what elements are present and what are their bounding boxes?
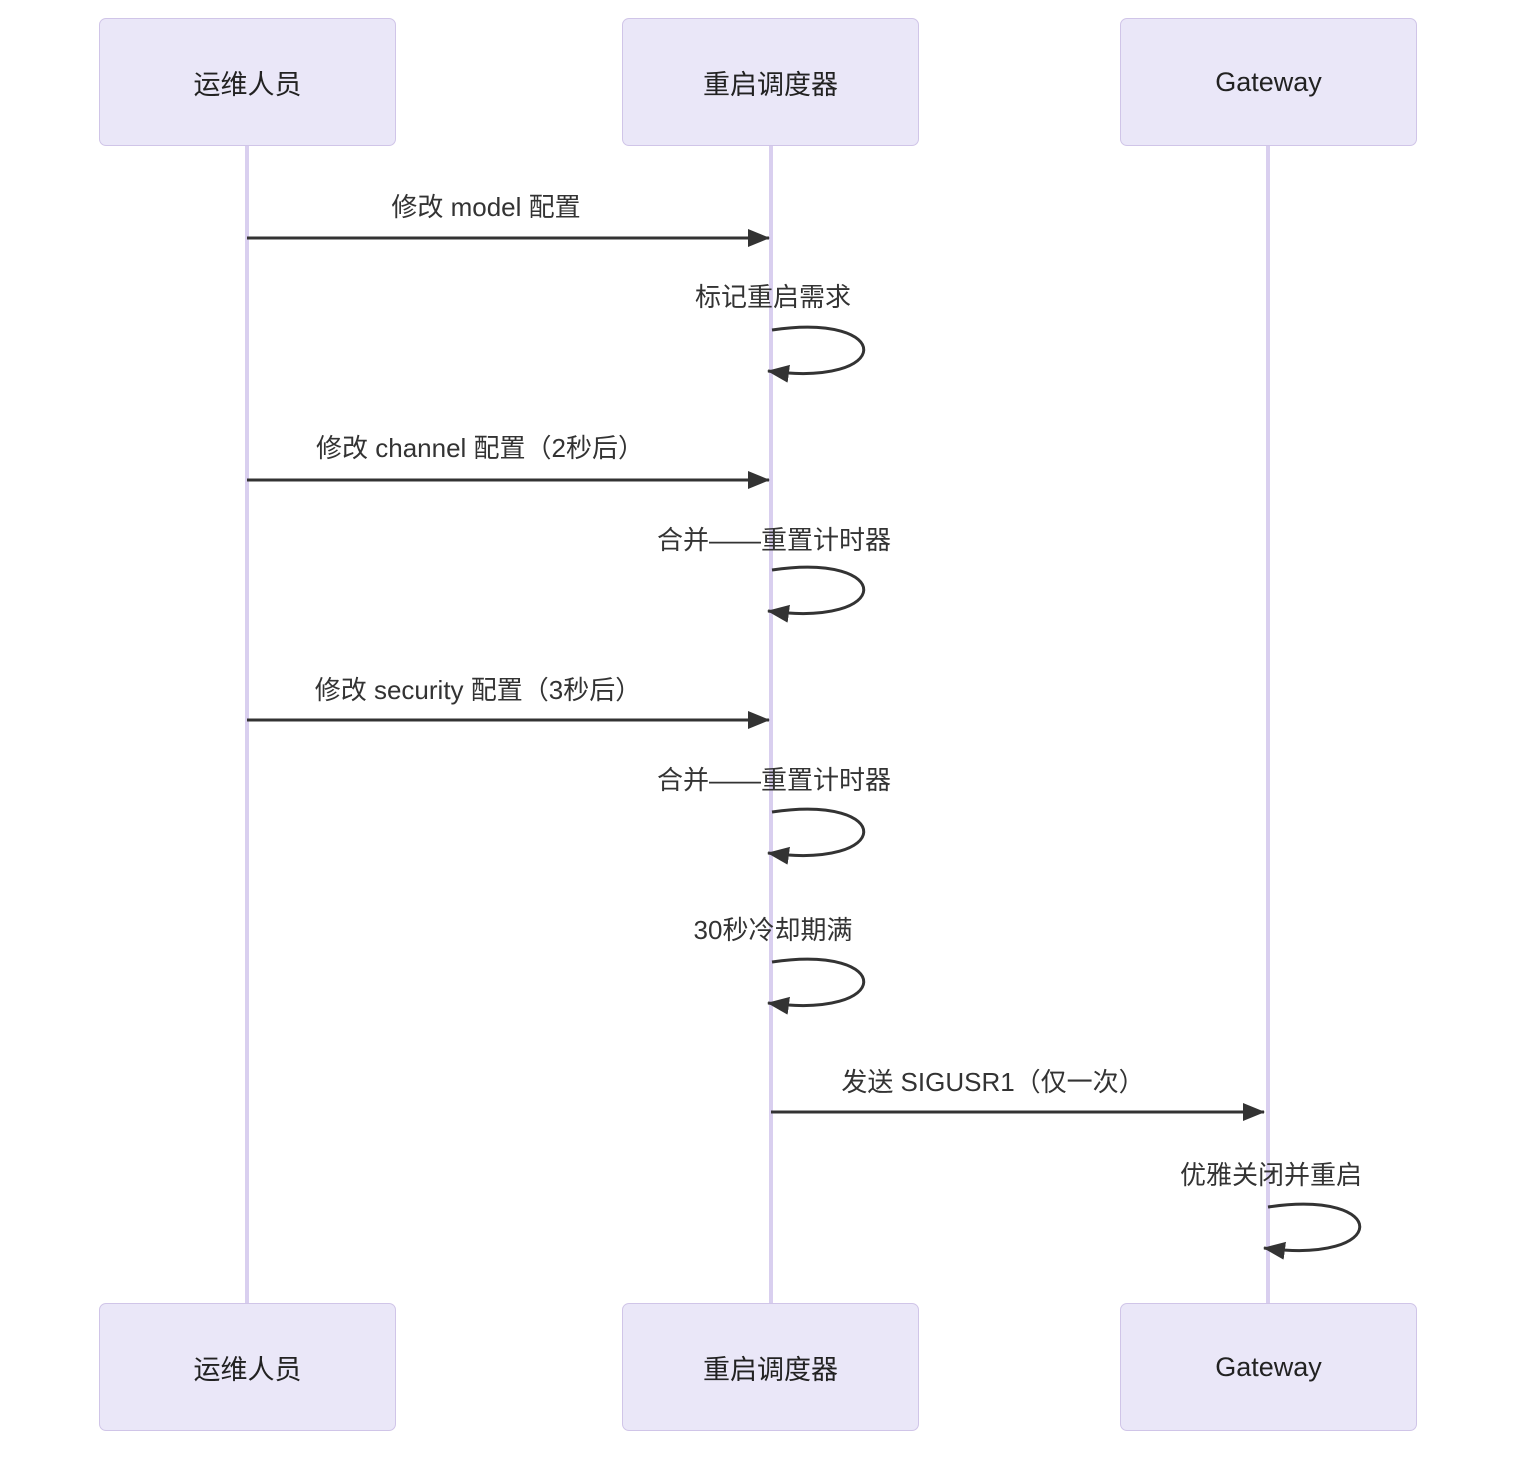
lifeline-scheduler bbox=[769, 146, 773, 1303]
lifeline-gateway bbox=[1266, 146, 1270, 1303]
participant-ops-bottom: 运维人员 bbox=[99, 1303, 396, 1431]
participant-label: 运维人员 bbox=[193, 69, 302, 100]
participant-scheduler-top: 重启调度器 bbox=[622, 18, 919, 146]
lifeline-ops bbox=[245, 146, 249, 1303]
participant-scheduler-bottom: 重启调度器 bbox=[622, 1303, 919, 1431]
message-label-merge-reset-1: 合并——重置计时器 bbox=[656, 525, 892, 555]
participant-gateway-top: Gateway bbox=[1120, 18, 1417, 146]
selfloop-merge-reset-2 bbox=[767, 807, 866, 865]
participant-gateway-bottom: Gateway bbox=[1120, 1303, 1417, 1431]
message-label-cooldown-expired: 30秒冷却期满 bbox=[693, 915, 853, 945]
participant-label: 重启调度器 bbox=[703, 69, 838, 100]
selfloop-mark-restart bbox=[767, 325, 866, 383]
message-label-send-sigusr1: 发送 SIGUSR1（仅一次） bbox=[841, 1067, 1145, 1097]
participant-label: 重启调度器 bbox=[703, 1354, 838, 1385]
participant-label: Gateway bbox=[1215, 66, 1322, 97]
participant-label: 运维人员 bbox=[193, 1354, 302, 1385]
message-label-modify-model: 修改 model 配置 bbox=[391, 192, 581, 222]
selfloop-graceful-restart bbox=[1263, 1202, 1362, 1260]
message-label-modify-channel: 修改 channel 配置（2秒后） bbox=[316, 433, 644, 463]
message-label-modify-security: 修改 security 配置（3秒后） bbox=[314, 675, 642, 705]
message-label-graceful-restart: 优雅关闭并重启 bbox=[1179, 1160, 1363, 1190]
message-label-mark-restart: 标记重启需求 bbox=[694, 282, 852, 312]
selfloop-cooldown-expired bbox=[767, 957, 866, 1015]
participant-ops-top: 运维人员 bbox=[99, 18, 396, 146]
participant-label: Gateway bbox=[1215, 1351, 1322, 1382]
message-label-merge-reset-2: 合并——重置计时器 bbox=[656, 765, 892, 795]
selfloop-merge-reset-1 bbox=[767, 565, 866, 623]
